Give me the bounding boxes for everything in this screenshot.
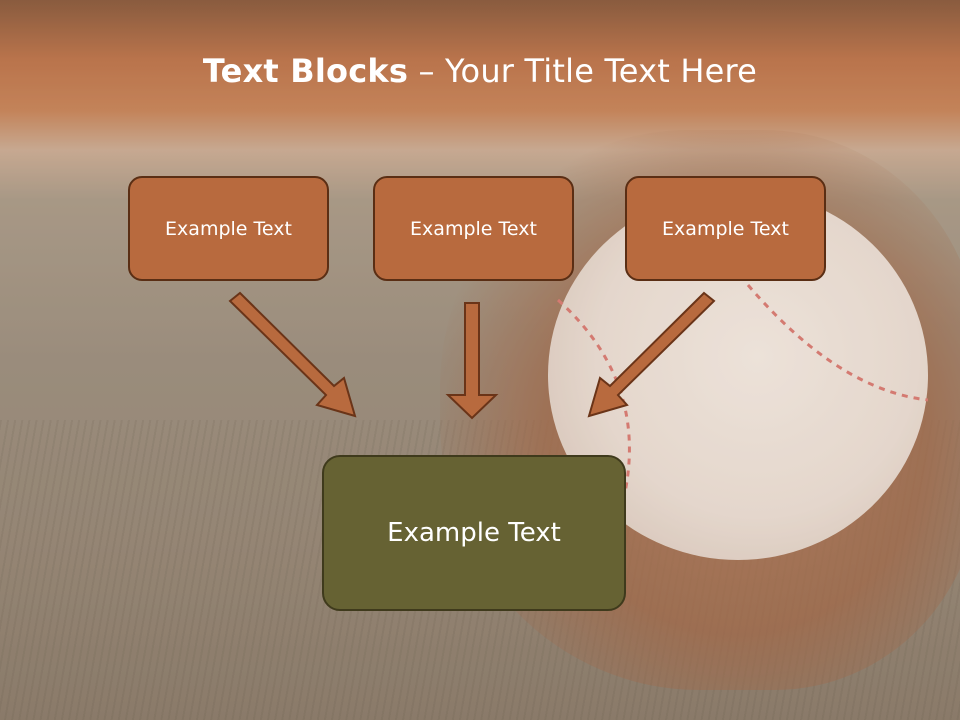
text-box-right[interactable]: Example Text [625,176,826,281]
title-regular-part: – Your Title Text Here [408,52,758,90]
text-box-middle[interactable]: Example Text [373,176,574,281]
text-box-left[interactable]: Example Text [128,176,329,281]
slide-title: Text Blocks – Your Title Text Here [0,52,960,90]
arrow-left-icon [228,291,357,418]
arrow-down-icon [445,302,499,420]
arrow-right-icon [587,291,716,418]
title-bold-part: Text Blocks [202,52,409,90]
text-box-center[interactable]: Example Text [322,455,626,611]
